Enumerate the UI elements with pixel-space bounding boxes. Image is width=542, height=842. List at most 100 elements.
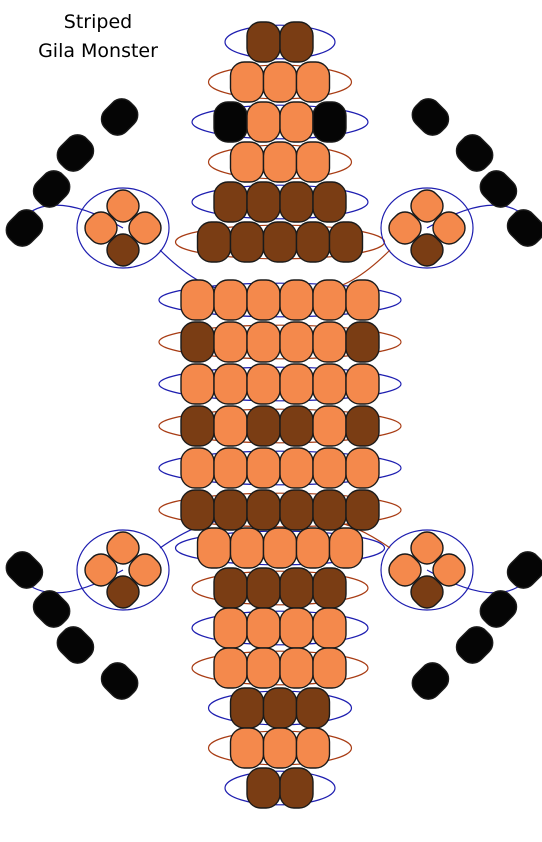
tail-bead [247, 768, 280, 808]
foot-front-right-toe [502, 205, 542, 252]
body-bead [214, 406, 247, 446]
body-bead [214, 448, 247, 488]
tail-bead [280, 568, 313, 608]
foot-front-right-toe [475, 166, 522, 213]
body-bead [181, 490, 214, 530]
foot-front-left-toe [28, 166, 75, 213]
body-bead [247, 490, 280, 530]
body-bead [181, 280, 214, 320]
body-bead [280, 448, 313, 488]
body-bead [346, 490, 379, 530]
body-bead [346, 322, 379, 362]
tail-bead [330, 528, 363, 568]
body-bead [313, 364, 346, 404]
foot-back-right-toe [475, 586, 522, 633]
tail-bead [264, 688, 297, 728]
body-bead [346, 406, 379, 446]
head-bead [313, 102, 346, 142]
foot-back-right-toe [407, 658, 454, 705]
body-bead [313, 448, 346, 488]
body-bead [214, 364, 247, 404]
foot-back-right-toe [451, 622, 498, 669]
foot-back-left-toe [1, 547, 48, 594]
body-bead [346, 280, 379, 320]
head-bead [280, 22, 313, 62]
foot-front-left-toe [1, 205, 48, 252]
head-bead [247, 102, 280, 142]
head-bead [214, 102, 247, 142]
foot-back-left-toe [52, 622, 99, 669]
foot-front-right-toe [451, 130, 498, 177]
body-bead [313, 280, 346, 320]
body-bead [247, 406, 280, 446]
bead-layer [1, 22, 542, 808]
foot-back-left-toe [96, 658, 143, 705]
tail-bead [280, 608, 313, 648]
head-bead [280, 182, 313, 222]
body-bead [247, 448, 280, 488]
body-bead [214, 490, 247, 530]
body-bead [247, 322, 280, 362]
tail-bead [214, 648, 247, 688]
body-bead [214, 322, 247, 362]
tail-bead [297, 688, 330, 728]
body-bead [214, 280, 247, 320]
tail-bead [247, 648, 280, 688]
tail-bead [297, 528, 330, 568]
tail-bead [280, 648, 313, 688]
body-bead [181, 322, 214, 362]
body-bead [313, 322, 346, 362]
body-bead [346, 364, 379, 404]
body-bead [313, 406, 346, 446]
head-bead [231, 142, 264, 182]
tail-bead [313, 608, 346, 648]
tail-bead [264, 528, 297, 568]
head-bead [231, 62, 264, 102]
body-bead [280, 406, 313, 446]
head-bead [297, 222, 330, 262]
tail-bead [264, 728, 297, 768]
body-bead [346, 448, 379, 488]
body-bead [280, 490, 313, 530]
tail-bead [247, 568, 280, 608]
head-bead [280, 102, 313, 142]
head-bead [231, 222, 264, 262]
body-bead [247, 280, 280, 320]
head-bead [247, 22, 280, 62]
foot-front-left-toe [52, 130, 99, 177]
tail-bead [214, 608, 247, 648]
head-bead [330, 222, 363, 262]
head-bead [264, 142, 297, 182]
tail-bead [214, 568, 247, 608]
body-bead [280, 364, 313, 404]
tail-bead [247, 608, 280, 648]
body-bead [181, 406, 214, 446]
tail-bead [231, 688, 264, 728]
head-bead [264, 222, 297, 262]
head-bead [198, 222, 231, 262]
body-bead [181, 448, 214, 488]
tail-bead [231, 728, 264, 768]
head-bead [313, 182, 346, 222]
foot-back-right-toe [502, 547, 542, 594]
head-bead [247, 182, 280, 222]
foot-front-right-toe [407, 94, 454, 141]
foot-back-left-toe [28, 586, 75, 633]
head-bead [297, 142, 330, 182]
head-bead [297, 62, 330, 102]
tail-bead [313, 648, 346, 688]
body-bead [280, 280, 313, 320]
body-bead [313, 490, 346, 530]
foot-front-left-toe [96, 94, 143, 141]
body-bead [280, 322, 313, 362]
tail-bead [297, 728, 330, 768]
tail-bead [231, 528, 264, 568]
head-bead [214, 182, 247, 222]
tail-bead [198, 528, 231, 568]
body-bead [181, 364, 214, 404]
head-bead [264, 62, 297, 102]
tail-bead [313, 568, 346, 608]
tail-bead [280, 768, 313, 808]
body-bead [247, 364, 280, 404]
